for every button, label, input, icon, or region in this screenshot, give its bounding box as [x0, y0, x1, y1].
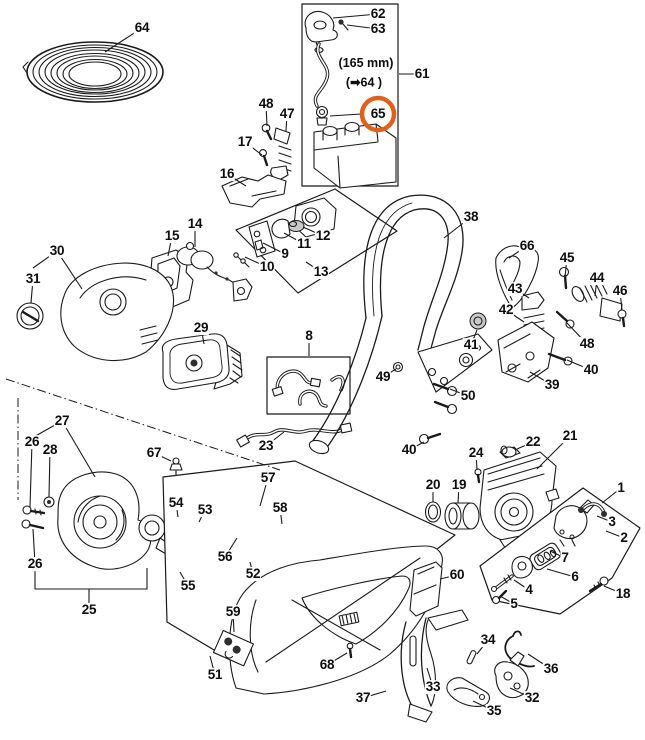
section-break-lines: [5, 378, 281, 500]
part-label-21[interactable]: 21: [561, 428, 579, 444]
note-hose-length: (165 mm): [338, 56, 394, 70]
part-label-39[interactable]: 39: [543, 377, 561, 393]
part-label-47[interactable]: 47: [278, 106, 296, 122]
part-label-56[interactable]: 56: [216, 549, 234, 565]
part-label-17[interactable]: 17: [236, 134, 254, 150]
part-label-38[interactable]: 38: [462, 209, 480, 225]
part-label-40b[interactable]: 40: [400, 442, 418, 458]
drawing-tank-housing-51: [162, 460, 456, 695]
part-label-43[interactable]: 43: [506, 281, 524, 297]
part-label-35[interactable]: 35: [485, 703, 503, 719]
drawing-top-cover-30-31: [16, 262, 175, 362]
leader-line-28: [48, 449, 51, 498]
part-label-26b[interactable]: 26: [26, 556, 44, 572]
part-label-28[interactable]: 28: [41, 442, 59, 458]
part-label-60[interactable]: 60: [448, 567, 466, 583]
part-label-53[interactable]: 53: [196, 502, 214, 518]
part-label-19[interactable]: 19: [450, 477, 468, 493]
drawing-boot-and-bracket-16-17-47-48: [221, 123, 292, 208]
part-label-33[interactable]: 33: [424, 679, 442, 695]
part-label-50[interactable]: 50: [459, 388, 477, 404]
part-label-49[interactable]: 49: [374, 369, 392, 385]
part-label-68[interactable]: 68: [318, 657, 336, 673]
part-label-67[interactable]: 67: [145, 445, 163, 461]
part-label-48b[interactable]: 48: [578, 336, 596, 352]
part-label-57[interactable]: 57: [259, 470, 277, 486]
part-label-46[interactable]: 46: [611, 283, 629, 299]
part-label-36[interactable]: 36: [542, 661, 560, 677]
part-label-2[interactable]: 2: [619, 530, 629, 546]
part-label-32[interactable]: 32: [523, 690, 541, 706]
part-label-52[interactable]: 52: [244, 566, 262, 582]
drawing-cover-66: [495, 245, 539, 309]
part-label-34[interactable]: 34: [479, 632, 497, 648]
leader-line-6: [546, 568, 576, 578]
part-label-40a[interactable]: 40: [582, 362, 600, 378]
part-label-45[interactable]: 45: [558, 250, 576, 266]
drawing-rear-handle-32-37-60: [400, 561, 535, 723]
part-label-41[interactable]: 41: [462, 337, 480, 353]
part-label-6[interactable]: 6: [570, 569, 580, 585]
part-label-22[interactable]: 22: [524, 434, 542, 450]
part-label-44[interactable]: 44: [588, 270, 606, 286]
part-label-62[interactable]: 62: [369, 6, 387, 22]
drawing-engine-21: [424, 445, 560, 553]
part-label-30[interactable]: 30: [48, 243, 66, 259]
part-label-8[interactable]: 8: [304, 328, 314, 344]
part-label-26a[interactable]: 26: [23, 434, 41, 450]
part-label-31[interactable]: 31: [24, 271, 42, 287]
part-label-66[interactable]: 66: [518, 238, 536, 254]
part-label-27[interactable]: 27: [53, 413, 71, 429]
part-label-12[interactable]: 12: [314, 228, 332, 244]
part-label-9[interactable]: 9: [280, 246, 290, 262]
leader-line-27: [61, 420, 96, 478]
part-label-51[interactable]: 51: [206, 667, 224, 683]
part-label-10[interactable]: 10: [258, 259, 276, 275]
part-label-1[interactable]: 1: [616, 480, 626, 496]
part-label-15[interactable]: 15: [163, 228, 181, 244]
part-label-54[interactable]: 54: [167, 495, 185, 511]
part-label-59[interactable]: 59: [224, 604, 242, 620]
drawing-oil-pump-box-1: [479, 487, 641, 615]
part-label-11[interactable]: 11: [296, 236, 312, 252]
part-label-42[interactable]: 42: [497, 302, 515, 318]
part-label-37[interactable]: 37: [354, 690, 372, 706]
part-label-48a[interactable]: 48: [257, 96, 275, 112]
part-label-55[interactable]: 55: [179, 578, 197, 594]
drawing-fuel-line-coil-64: [22, 41, 164, 103]
part-label-23[interactable]: 23: [257, 438, 275, 454]
drawing-air-filter-29: [161, 333, 243, 390]
part-label-13[interactable]: 13: [312, 264, 330, 280]
leader-line-25: [34, 568, 148, 590]
leader-line-26a: [29, 441, 33, 508]
part-label-4[interactable]: 4: [524, 582, 534, 598]
part-label-63[interactable]: 63: [369, 21, 387, 37]
part-label-14[interactable]: 14: [186, 216, 204, 232]
part-label-61[interactable]: 61: [413, 66, 431, 82]
part-label-24[interactable]: 24: [467, 445, 485, 461]
part-label-7[interactable]: 7: [560, 550, 570, 566]
drawing-fasteners-49-50-40: [392, 361, 458, 445]
note-see-ref-64: (➡64 ): [345, 74, 383, 90]
drawing-mount-group-39-46: [469, 266, 627, 383]
highlight-ring-65: [359, 95, 397, 133]
part-label-20[interactable]: 20: [424, 477, 442, 493]
part-label-29[interactable]: 29: [192, 320, 210, 336]
part-label-3[interactable]: 3: [607, 514, 617, 530]
part-label-65[interactable]: 65: [370, 106, 386, 122]
part-label-18[interactable]: 18: [614, 586, 632, 602]
leader-line-65: [329, 113, 362, 117]
part-label-25[interactable]: 25: [80, 602, 98, 618]
part-label-16[interactable]: 16: [218, 166, 236, 182]
part-label-64[interactable]: 64: [133, 20, 151, 36]
part-label-5[interactable]: 5: [509, 596, 519, 612]
part-label-58[interactable]: 58: [271, 500, 289, 516]
drawing-fan-housing-25: [21, 457, 183, 570]
